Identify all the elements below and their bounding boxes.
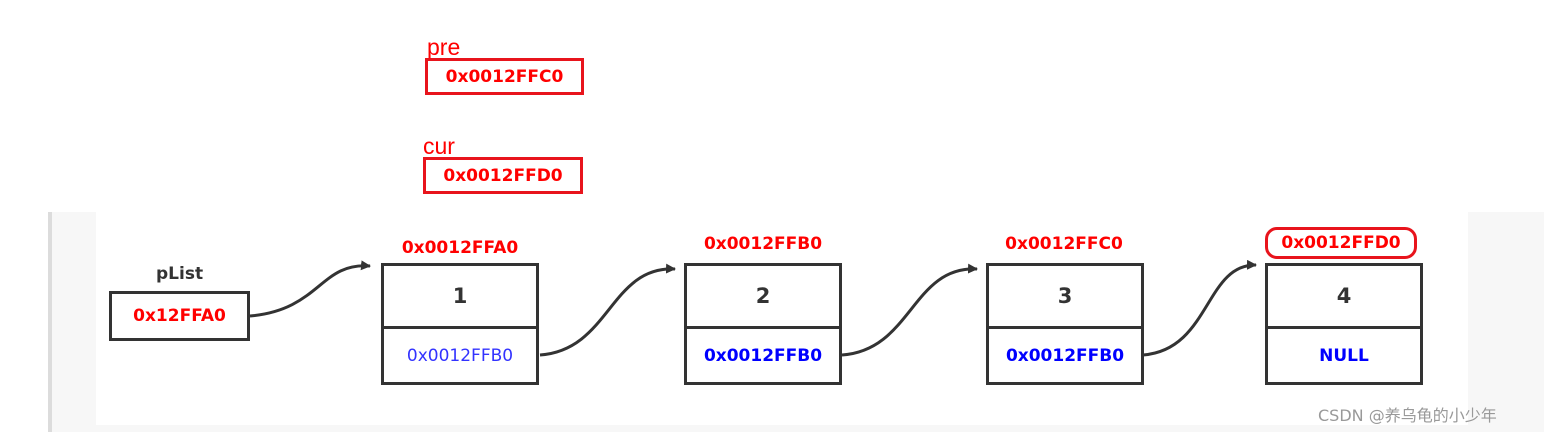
node-next: 0x0012FFB0 xyxy=(406,345,514,366)
node-next: NULL xyxy=(1319,345,1369,366)
arrow-node2-to-node3 xyxy=(841,263,978,357)
node-data: 1 xyxy=(384,266,536,329)
cur-pointer-box: 0x0012FFD0 xyxy=(423,157,583,194)
node-address: 0x0012FFC0 xyxy=(1005,234,1123,254)
list-node: 4 NULL xyxy=(1265,263,1423,385)
arrow-node3-to-node4 xyxy=(1142,259,1257,357)
list-node: 3 0x0012FFB0 xyxy=(986,263,1144,385)
list-node: 1 0x0012FFB0 xyxy=(381,263,539,385)
node-address: 0x0012FFA0 xyxy=(401,238,519,258)
node-next: 0x0012FFB0 xyxy=(1005,345,1125,366)
node-address-highlighted: 0x0012FFD0 xyxy=(1265,227,1417,259)
pre-label: pre xyxy=(427,34,461,60)
node-data: 3 xyxy=(989,266,1141,329)
plist-box: 0x12FFA0 xyxy=(109,291,250,341)
cur-label: cur xyxy=(423,133,455,159)
arrow-plist-to-node1 xyxy=(249,260,371,318)
node-data: 4 xyxy=(1268,266,1420,329)
list-node: 2 0x0012FFB0 xyxy=(684,263,842,385)
arrow-node1-to-node2 xyxy=(539,263,676,357)
node-next: 0x0012FFB0 xyxy=(703,345,823,366)
node-data: 2 xyxy=(687,266,839,329)
watermark: CSDN @养乌龟的小少年 xyxy=(1318,406,1497,425)
node-address: 0x0012FFB0 xyxy=(703,234,823,254)
pre-pointer-box: 0x0012FFC0 xyxy=(425,58,584,95)
plist-label: pList xyxy=(156,264,204,284)
